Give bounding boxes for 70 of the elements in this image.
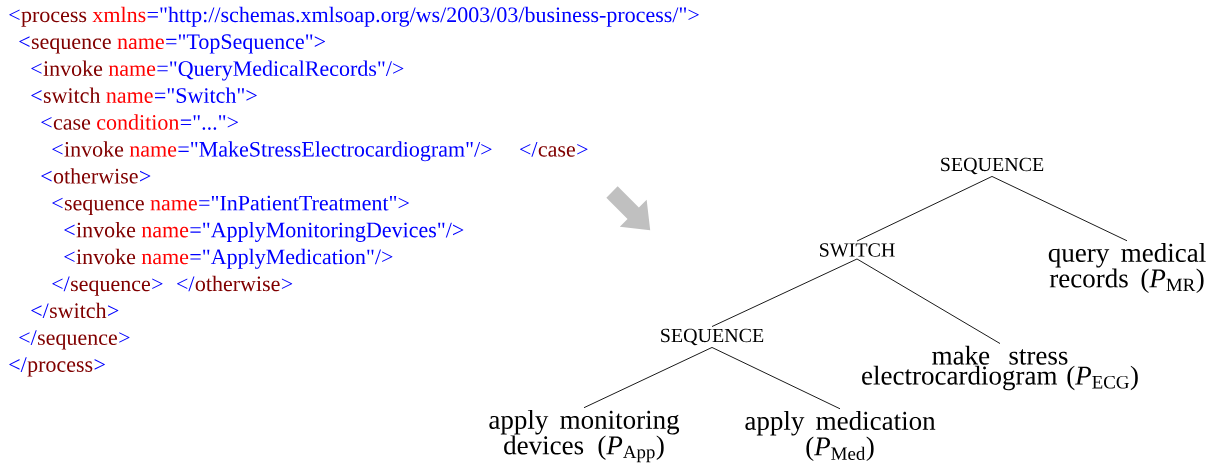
code-text: xmlns (92, 6, 146, 23)
code-text: < (52, 143, 63, 155)
code-text: < (52, 197, 63, 209)
code-text: switch (43, 87, 101, 103)
code-text: > (152, 278, 163, 289)
code-text: </ (177, 276, 195, 292)
tree-node-label: SWITCH (820, 243, 895, 257)
code-text: switch (50, 302, 107, 319)
code-text: </ (9, 357, 27, 372)
code-text: </ (31, 303, 49, 319)
code-text: > (94, 359, 105, 370)
code-text: > (108, 305, 119, 316)
code-text: ="QueryMedicalRecords"/> (157, 60, 404, 81)
code-text: < (64, 224, 75, 236)
code-text: < (9, 9, 20, 20)
code-text: > (281, 278, 293, 289)
code-text: sequence (31, 38, 111, 54)
code-text: process (27, 361, 93, 377)
code-text: </ (19, 330, 37, 345)
code-text: name (129, 146, 177, 157)
code-text: ="TopSequence"> (166, 34, 325, 54)
code-text: ="http://schemas.xmlsoap.org/ws/2003/03/business-process/"> (147, 6, 699, 27)
code-text: < (19, 36, 30, 47)
tree-line (711, 347, 841, 410)
code-text: name (141, 226, 189, 238)
tree-node-label: apply monitoring devices (P$_{App}$) (489, 409, 680, 463)
code-text: otherwise (53, 168, 138, 184)
code-text: </ (52, 276, 70, 292)
tree-node-label: SEQUENCE (661, 328, 764, 346)
code-text: < (64, 251, 75, 263)
code-text: name (150, 199, 197, 211)
code-text: invoke (76, 248, 136, 265)
code-text: ="..."> (180, 115, 238, 130)
code-text: invoke (43, 60, 103, 76)
code-text: name (141, 253, 189, 265)
tree-line (991, 176, 1128, 242)
code-text: > (577, 143, 588, 155)
code-text: > (140, 170, 151, 182)
code-text: < (41, 117, 52, 128)
code-text: sequence (71, 280, 150, 296)
code-text: name (108, 65, 156, 76)
tree-line (856, 176, 993, 242)
code-text: ="MakeStressElectrocardiogram"/> (178, 141, 492, 162)
code-text: sequence (64, 199, 144, 215)
code-text: sequence (38, 334, 117, 350)
code-text: < (31, 63, 42, 74)
code-text: case (53, 119, 91, 130)
code-text: ="ApplyMedication"/> (190, 248, 393, 269)
code-text: condition (97, 114, 180, 130)
code-text: < (31, 90, 42, 101)
code-text: case (538, 146, 575, 157)
code-text: ="InPatientTreatment"> (199, 195, 409, 211)
code-text: </ (520, 142, 538, 157)
code-text: > (119, 332, 130, 343)
tree-node-label: query medical records (P$_{MR}$) (1048, 242, 1206, 294)
code-text: name (106, 92, 153, 103)
code-text: process (21, 11, 87, 27)
tree-line (711, 258, 858, 327)
tree-node-label: SEQUENCE (941, 157, 1044, 175)
tree-line (583, 347, 713, 409)
tree-node-label: apply medication (P$_{Med}$) (745, 411, 936, 462)
code-text: ="ApplyMonitoringDevices"/> (190, 221, 464, 242)
tree-node-label: make stress electrocardiogram (P$_{ECG}$) (862, 345, 1138, 391)
code-text: < (41, 170, 52, 182)
code-text: otherwise (195, 275, 280, 292)
tree-line (856, 258, 1001, 344)
code-text: invoke (64, 141, 124, 157)
code-text: name (117, 38, 164, 50)
code-text: invoke (76, 221, 136, 238)
code-text: ="Switch"> (155, 87, 257, 103)
